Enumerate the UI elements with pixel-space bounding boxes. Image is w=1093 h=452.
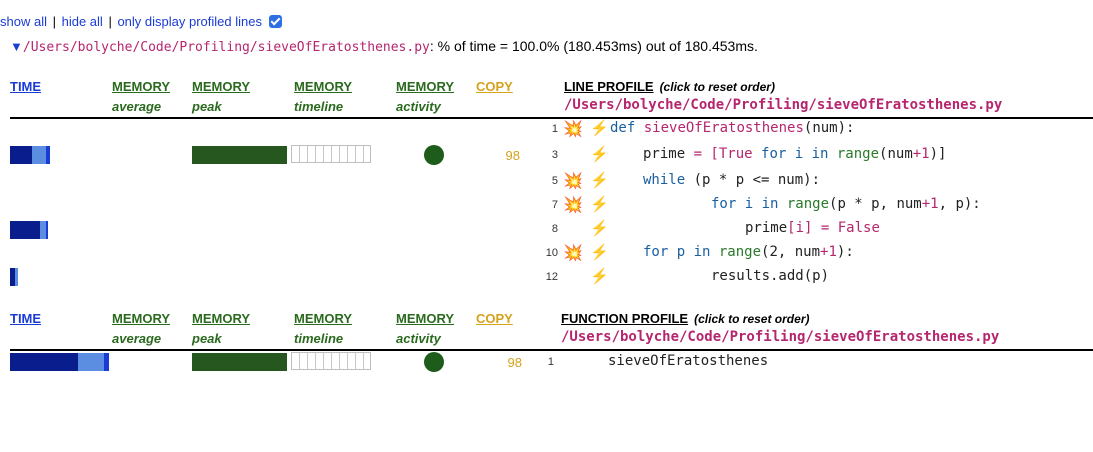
explosion-icon: 💥 xyxy=(563,245,583,262)
hide-all-link[interactable]: hide all xyxy=(61,14,103,29)
time-summary: : % of time = 100.0% (180.453ms) out of … xyxy=(429,38,758,54)
function-profile-path: /Users/bolyche/Code/Profiling/sieveOfEra… xyxy=(561,329,1000,345)
memory-average-header[interactable]: MEMORY xyxy=(112,79,171,94)
memory-activity-dot xyxy=(424,145,444,165)
line-number: 10 xyxy=(545,247,558,259)
fn-memory-activity-header[interactable]: MEMORY xyxy=(396,311,455,326)
fn-time-column-header[interactable]: TIME xyxy=(10,311,42,326)
lightning-icon: ⚡ xyxy=(590,268,609,285)
fn-memory-average-header[interactable]: MEMORY xyxy=(112,311,171,326)
function-name: sieveOfEratosthenes xyxy=(608,353,769,369)
code-line-8: prime[i] = False xyxy=(745,220,880,236)
code-line-1: def sieveOfEratosthenes(num): xyxy=(610,120,855,136)
file-summary: ▼/Users/bolyche/Code/Profiling/sieveOfEr… xyxy=(10,38,758,55)
code-line-10: for p in range(2, num+1): xyxy=(643,244,854,260)
explosion-icon: 💥 xyxy=(563,173,583,190)
fn-timeline-subheader: timeline xyxy=(294,331,344,346)
memory-timeline-header[interactable]: MEMORY xyxy=(294,79,353,94)
code-line-12: results.add(p) xyxy=(711,268,830,284)
lightning-icon: ⚡ xyxy=(590,120,609,137)
explosion-icon: 💥 xyxy=(563,121,583,138)
fn-memory-peak-header[interactable]: MEMORY xyxy=(192,311,251,326)
fn-peak-subheader: peak xyxy=(192,331,222,346)
line-profile-path: /Users/bolyche/Code/Profiling/sieveOfEra… xyxy=(564,97,1003,113)
memory-peak-bar xyxy=(192,146,287,164)
memory-timeline-sparkline xyxy=(291,145,371,163)
explosion-icon: 💥 xyxy=(563,197,583,214)
line-number: 12 xyxy=(545,271,558,283)
view-controls: show all | hide all | only display profi… xyxy=(0,14,282,29)
line-profile-title[interactable]: LINE PROFILE(click to reset order) xyxy=(564,79,775,94)
time-bar xyxy=(10,221,48,239)
fn-average-subheader: average xyxy=(112,331,162,346)
lightning-icon: ⚡ xyxy=(590,244,609,261)
peak-subheader: peak xyxy=(192,99,222,114)
separator: | xyxy=(108,14,112,29)
line-profile-divider xyxy=(10,117,1093,119)
fn-memory-timeline-sparkline xyxy=(291,352,371,370)
line-number: 8 xyxy=(551,223,558,235)
collapse-toggle-icon[interactable]: ▼ xyxy=(10,39,23,54)
only-profiled-checkbox[interactable] xyxy=(268,15,282,28)
line-number: 5 xyxy=(551,175,558,187)
line-number: 3 xyxy=(551,149,558,161)
average-subheader: average xyxy=(112,99,162,114)
lightning-icon: ⚡ xyxy=(590,220,609,237)
time-bar xyxy=(10,146,50,164)
activity-subheader: activity xyxy=(396,99,441,114)
copy-value: 98 xyxy=(505,148,520,163)
code-line-3: prime = [True for i in range(num+1)] xyxy=(643,146,947,162)
lightning-icon: ⚡ xyxy=(590,196,609,213)
fn-memory-peak-bar xyxy=(192,353,287,371)
time-column-header[interactable]: TIME xyxy=(10,79,42,94)
function-profile-divider xyxy=(10,349,1093,351)
fn-activity-subheader: activity xyxy=(396,331,441,346)
show-all-link[interactable]: show all xyxy=(0,14,47,29)
code-line-5: while (p * p <= num): xyxy=(643,172,821,188)
time-bar xyxy=(10,268,18,286)
timeline-subheader: timeline xyxy=(294,99,344,114)
fn-memory-timeline-header[interactable]: MEMORY xyxy=(294,311,353,326)
separator: | xyxy=(52,14,56,29)
memory-peak-header[interactable]: MEMORY xyxy=(192,79,251,94)
function-profile-title[interactable]: FUNCTION PROFILE(click to reset order) xyxy=(561,311,810,326)
fn-line-number: 1 xyxy=(547,356,554,368)
line-number: 7 xyxy=(551,199,558,211)
line-number: 1 xyxy=(551,123,558,135)
fn-copy-column-header[interactable]: COPY xyxy=(476,311,513,326)
fn-memory-activity-dot xyxy=(424,352,444,372)
memory-activity-header[interactable]: MEMORY xyxy=(396,79,455,94)
lightning-icon: ⚡ xyxy=(590,172,609,189)
fn-copy-value: 98 xyxy=(507,355,522,370)
lightning-icon: ⚡ xyxy=(590,146,609,163)
copy-column-header[interactable]: COPY xyxy=(476,79,513,94)
only-profiled-lines-link[interactable]: only display profiled lines xyxy=(117,14,262,29)
file-path: /Users/bolyche/Code/Profiling/sieveOfEra… xyxy=(22,40,430,55)
code-line-7: for i in range(p * p, num+1, p): xyxy=(711,196,981,212)
fn-time-bar xyxy=(10,353,109,371)
